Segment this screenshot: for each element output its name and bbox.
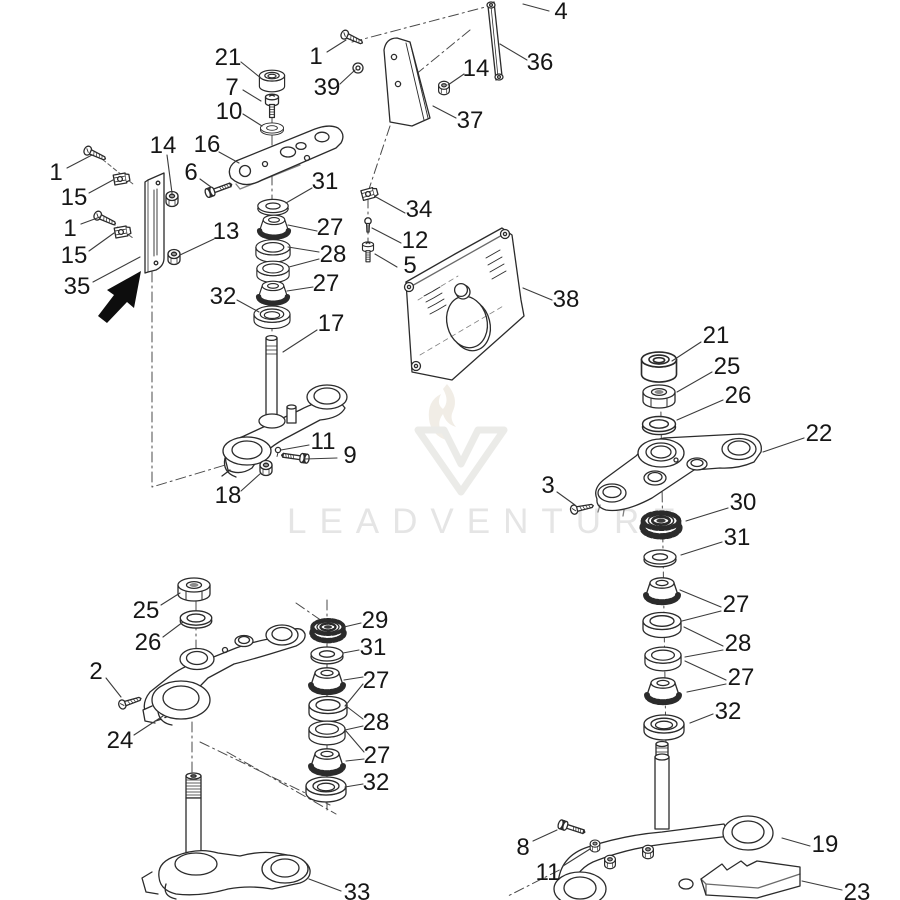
callout-22: 22 [805,420,833,447]
callout-31: 31 [359,634,387,661]
callout-11: 11 [535,859,561,886]
callout-27: 27 [727,664,755,691]
part-22-top-clamp [595,433,762,517]
callout-24: 24 [106,727,134,754]
part-39-washer [352,62,364,74]
callout-32: 32 [714,698,742,725]
callout-37: 37 [456,107,484,134]
callout-12: 12 [401,227,429,254]
callout-27: 27 [363,742,391,769]
callout-13: 13 [212,218,240,245]
callout-21: 21 [702,322,730,349]
watermark-v-icon [414,426,508,496]
part-23-bracket [700,860,801,899]
callout-18: 18 [214,482,242,509]
callout-26: 26 [134,629,162,656]
callout-26: 26 [724,382,752,409]
leader-lines [66,3,843,892]
callout-31: 31 [311,168,339,195]
part-16-handlebar-bracket [228,125,344,190]
part-17-steering-stem-clamp [221,334,348,478]
pointer-arrow [98,271,141,323]
callout-8: 8 [516,834,530,861]
part-37-plate [383,37,431,127]
callout-10: 10 [215,98,243,125]
callout-25: 25 [132,597,160,624]
part-35-bracket-plate [144,172,165,274]
watermark-logo [414,384,508,496]
callout-9: 9 [343,442,357,469]
callout-27: 27 [312,270,340,297]
callout-7: 7 [225,74,239,101]
part-19-lower-clamp [553,740,774,900]
callout-32: 32 [209,283,237,310]
callout-27: 27 [362,667,390,694]
part-36-strap [486,1,504,81]
callout-31: 31 [723,524,751,551]
part-33-lower-clamp [141,772,311,900]
callout-32: 32 [362,769,390,796]
callout-3: 3 [541,472,555,499]
callout-34: 34 [405,196,433,223]
callout-14: 14 [462,55,490,82]
callout-39: 39 [313,74,341,101]
callout-4: 4 [554,0,568,25]
callout-30: 30 [729,489,757,516]
callout-15: 15 [60,242,88,269]
callout-5: 5 [403,252,417,279]
callout-29: 29 [361,607,389,634]
callout-15: 15 [60,184,88,211]
part-38-cover [403,227,525,381]
callout-2: 2 [89,658,103,685]
callout-16: 16 [193,131,221,158]
part-24-top-clamp [142,624,306,726]
callout-23: 23 [843,879,871,900]
callout-33: 33 [343,879,371,900]
callout-25: 25 [713,353,741,380]
callout-1: 1 [63,215,77,242]
callout-28: 28 [319,241,347,268]
callout-28: 28 [362,709,390,736]
callout-11: 11 [310,428,336,455]
callout-6: 6 [184,159,198,186]
callout-21: 21 [214,44,242,71]
callout-35: 35 [63,273,91,300]
callout-27: 27 [316,214,344,241]
callout-27: 27 [722,591,750,618]
callout-1: 1 [309,43,323,70]
callout-14: 14 [149,132,177,159]
callout-1: 1 [49,159,63,186]
callout-28: 28 [724,630,752,657]
callout-38: 38 [552,286,580,313]
callout-17: 17 [317,310,345,337]
callout-19: 19 [811,831,839,858]
callout-36: 36 [526,49,554,76]
